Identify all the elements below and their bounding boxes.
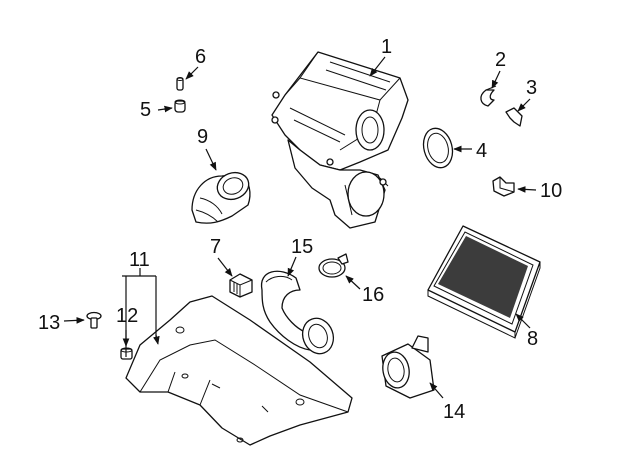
callout-2: 2 xyxy=(495,49,506,71)
callout-11: 11 xyxy=(129,249,150,271)
callout-16: 16 xyxy=(362,284,384,306)
mass-air-flow-sensor[interactable] xyxy=(380,335,435,399)
air-filter-element[interactable] xyxy=(427,225,541,339)
mounting-bracket[interactable] xyxy=(492,176,515,197)
clip-part[interactable] xyxy=(480,85,497,107)
hose-clamp[interactable] xyxy=(318,253,349,278)
air-cleaner-housing[interactable] xyxy=(271,51,409,229)
seal-ring[interactable] xyxy=(419,125,456,171)
callout-9: 9 xyxy=(197,126,208,148)
callout-7: 7 xyxy=(210,236,221,258)
lower-cover[interactable] xyxy=(125,295,353,446)
grommet[interactable] xyxy=(174,99,186,113)
block-part[interactable] xyxy=(229,273,253,298)
callout-10: 10 xyxy=(540,180,562,202)
intake-hose[interactable] xyxy=(261,270,339,358)
leader-lines xyxy=(63,56,537,399)
callout-8: 8 xyxy=(527,328,538,350)
callout-4: 4 xyxy=(476,140,487,162)
callout-12: 12 xyxy=(116,305,138,327)
screw[interactable] xyxy=(86,311,102,329)
bracket-clip[interactable] xyxy=(505,107,523,127)
callout-14: 14 xyxy=(443,401,465,423)
callout-1: 1 xyxy=(381,36,392,58)
callout-13: 13 xyxy=(38,312,60,334)
pin[interactable] xyxy=(176,77,184,91)
callout-3: 3 xyxy=(526,77,537,99)
intake-duct[interactable] xyxy=(191,168,252,224)
callout-15: 15 xyxy=(291,236,313,258)
callout-6: 6 xyxy=(195,46,206,68)
callout-5: 5 xyxy=(140,99,151,121)
